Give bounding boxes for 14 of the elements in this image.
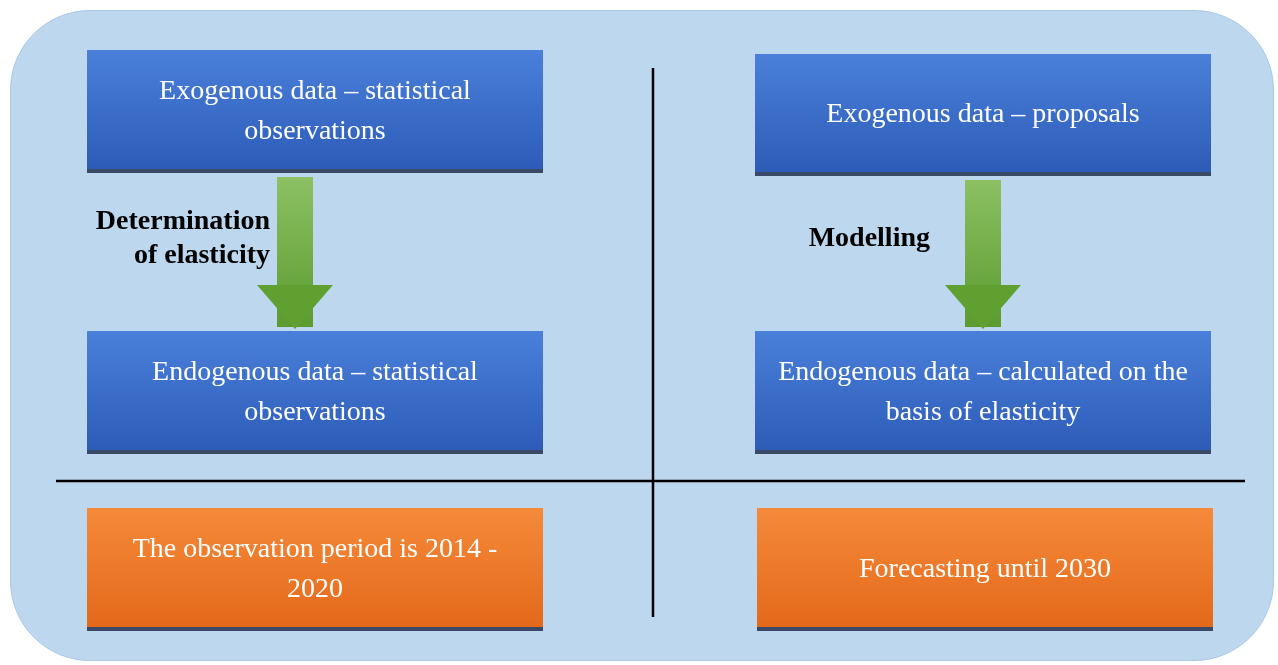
- process-box: [87, 331, 543, 454]
- box-text: The observation period is 2014 - 2020: [131, 530, 499, 605]
- process-box: [755, 54, 1211, 176]
- box-text: Forecasting until 2030: [859, 550, 1111, 585]
- process-box: [87, 508, 543, 631]
- box-text: Endogenous data – statistical observations: [151, 353, 479, 428]
- arrow: [257, 177, 333, 329]
- arrow: [945, 180, 1021, 329]
- box-text: Exogenous data – proposals: [826, 96, 1140, 130]
- process-box: [757, 508, 1213, 631]
- box-text: Exogenous data – statistical observations: [158, 72, 472, 147]
- process-box: [87, 50, 543, 173]
- box-text: Endogenous data – calculated on the basis of elasticity: [777, 353, 1189, 428]
- process-box: [755, 331, 1211, 454]
